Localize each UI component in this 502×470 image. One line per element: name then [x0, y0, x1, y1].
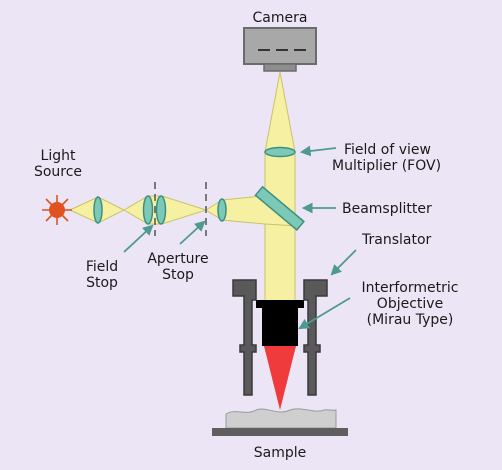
camera-label: Camera — [253, 10, 308, 26]
beamsplitter-icon — [254, 185, 305, 232]
vertical-beam — [264, 71, 296, 303]
fov-arrow-icon — [299, 145, 337, 157]
objective-label-1: Interformetric — [362, 280, 459, 296]
field-stop-arrow-icon — [123, 224, 154, 253]
aperture-stop-label-2: Stop — [162, 267, 194, 283]
label-arrows — [123, 145, 357, 330]
field-stop-label-2: Stop — [86, 275, 118, 291]
translator-housing — [232, 279, 328, 396]
objective-arrow-icon — [298, 297, 351, 330]
light-source-label-1: Light — [41, 148, 76, 164]
field-lens-2-icon — [155, 195, 167, 225]
objective-label-2: Objective — [377, 296, 443, 312]
translator-label: Translator — [361, 232, 432, 248]
translator-arrow-icon — [330, 249, 357, 276]
field-stop-label-1: Field — [86, 259, 118, 275]
fov-lens-icon — [264, 146, 296, 158]
fov-label-1: Field of view — [344, 142, 431, 158]
field-lens-1-icon — [142, 195, 154, 225]
fov-label-2: Multiplier (FOV) — [332, 158, 441, 174]
objective-label-3: (Mirau Type) — [367, 312, 454, 328]
collector-lens-icon — [93, 196, 103, 224]
sample-label: Sample — [254, 445, 307, 461]
beamsplitter-label: Beamsplitter — [342, 201, 432, 217]
aperture-stop-arrow-icon — [179, 220, 206, 245]
sample-icon — [212, 408, 348, 436]
objective-icon — [256, 300, 304, 410]
light-source-icon — [42, 195, 72, 225]
aperture-stop-label-1: Aperture — [147, 251, 208, 267]
condenser-lens-icon — [217, 198, 227, 222]
light-source-label-2: Source — [34, 164, 82, 180]
camera-icon — [243, 27, 317, 72]
